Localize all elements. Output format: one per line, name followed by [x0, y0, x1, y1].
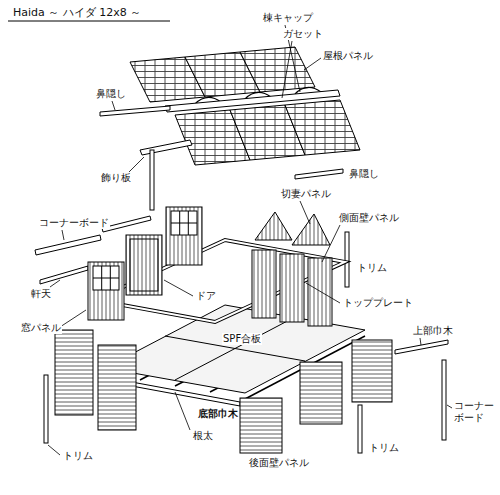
diagram-title: Haida ～ ハイダ 12x8 ～: [12, 6, 142, 19]
ridge-cap: [165, 90, 340, 112]
back-wall-panels: [352, 340, 392, 402]
side-wall-panels: [252, 250, 332, 326]
trim-bars: [358, 405, 362, 453]
back-roof-panels: [240, 47, 315, 92]
part-label: トリム: [356, 262, 388, 274]
back-roof-panels: [130, 47, 315, 102]
gable-panels: [255, 212, 330, 245]
top-baseboard: [395, 340, 448, 354]
side-wall-panels: [280, 254, 304, 322]
leader-lines: [62, 230, 64, 240]
part-label: SPF合板: [222, 333, 262, 345]
decor-board: [140, 140, 192, 155]
ridge-cap: [165, 90, 340, 112]
leader-lines: [304, 58, 321, 70]
gable-panels: [292, 214, 330, 245]
part-label: 鼻隠し: [348, 168, 380, 180]
lower-left-wall-panels: [55, 330, 136, 430]
front-roof-panels: [285, 100, 360, 155]
side-wall-panels: [252, 250, 276, 318]
part-label: 後面壁パネル: [248, 457, 310, 469]
front-wall-panels: [88, 262, 124, 320]
leader-lines: [282, 41, 292, 98]
leader-lines: [48, 25, 452, 455]
part-label: ガセット: [282, 28, 324, 40]
lower-left-wall-panels: [98, 345, 136, 430]
part-label: 飾り板: [100, 172, 132, 184]
front-wall-panels: [130, 239, 158, 291]
part-label: コーナー ボード: [453, 400, 497, 424]
front-wall-panels: [166, 207, 202, 265]
front-wall-panels: [93, 266, 119, 290]
corner-boards: [35, 235, 101, 255]
trim-bars: [345, 232, 349, 287]
back-wall-panels: [240, 340, 392, 453]
fascia: [100, 106, 343, 179]
leader-lines: [175, 392, 190, 430]
part-label: 上部巾木: [412, 325, 454, 337]
part-label: 切妻パネル: [280, 188, 332, 200]
part-label: 屋根パネル: [322, 50, 374, 62]
back-wall-panels: [300, 362, 342, 424]
part-label: 底部巾木: [197, 408, 239, 420]
gable-panels: [255, 212, 292, 240]
part-label: トッププレート: [342, 297, 414, 309]
side-wall-panels: [308, 258, 332, 326]
spf-floor: [175, 317, 295, 380]
leader-lines: [447, 405, 452, 408]
leader-lines: [48, 445, 60, 455]
part-label: コーナーボード: [38, 217, 110, 229]
soffit: [40, 266, 88, 284]
front-wall-panels: [93, 266, 119, 290]
part-label: 側面壁パネル: [338, 212, 400, 224]
part-label: ドア: [195, 290, 217, 302]
soffit: [40, 266, 88, 284]
part-label: 窓パネル: [20, 322, 62, 334]
fascia: [295, 169, 343, 179]
back-wall-panels: [240, 398, 282, 453]
front-wall-panels: [171, 211, 197, 235]
top-baseboard: [395, 340, 448, 354]
leader-lines: [60, 310, 86, 327]
lower-left-wall-panels: [55, 330, 93, 415]
part-label: 鼻隠し: [95, 88, 127, 100]
leader-lines: [50, 280, 60, 287]
trim-bars: [442, 360, 446, 440]
front-wall-panels: [126, 235, 162, 295]
decor-board: [140, 140, 192, 155]
trim-bars: [44, 150, 446, 453]
front-roof-panels: [175, 100, 360, 165]
trim-bars: [150, 150, 154, 210]
part-label: 根太: [192, 430, 214, 442]
leader-lines: [322, 225, 340, 262]
trim-bars: [44, 375, 48, 443]
leader-lines: [420, 338, 421, 345]
leader-lines: [112, 101, 115, 110]
part-label: トリム: [368, 442, 400, 454]
leader-lines: [164, 280, 193, 296]
leader-lines: [306, 283, 340, 303]
title-underline: [8, 21, 170, 22]
part-label: 棟キャップ: [262, 12, 314, 24]
fascia: [100, 106, 170, 116]
leader-lines: [300, 201, 310, 224]
title-underline: [8, 21, 170, 22]
part-label: トリム: [62, 450, 94, 462]
front-wall-panels: [171, 211, 197, 235]
part-label: 軒天: [30, 288, 52, 300]
